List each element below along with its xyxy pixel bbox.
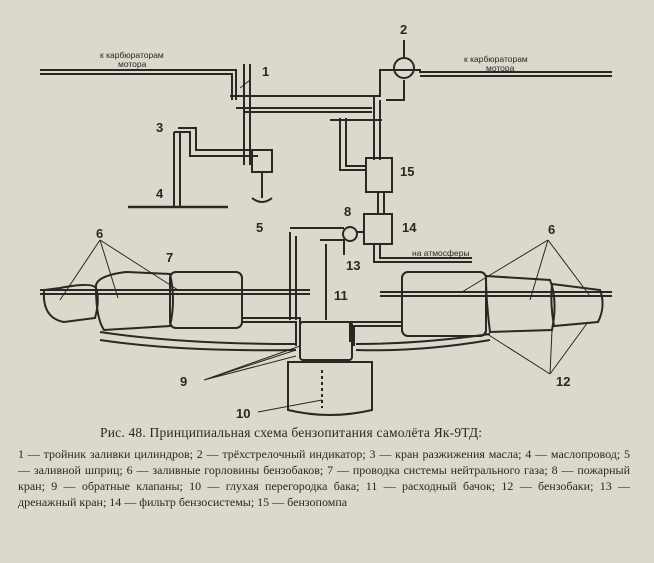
pipe: [379, 244, 472, 259]
figure-caption: Рис. 48. Принципиальная схема бензопитан…: [100, 425, 483, 440]
pipe: [355, 333, 491, 345]
right-middle-tank: [484, 274, 556, 334]
leader: [239, 79, 251, 89]
fuel-system-diagram: к карбюраторам мотора к карбюраторам мот…: [40, 22, 612, 420]
carb-left-label: к карбюраторам: [100, 50, 164, 60]
label-6-left: 6: [96, 226, 103, 241]
right-outer-tank: [550, 282, 604, 328]
label-10: 10: [236, 406, 250, 420]
label-11: 11: [334, 288, 348, 303]
label-13: 13: [346, 258, 360, 273]
three-needle-indicator: [393, 40, 415, 79]
consumable-tank: [299, 321, 353, 361]
pipe: [339, 118, 366, 171]
pipe: [236, 107, 372, 113]
left-inner-tank: [169, 271, 243, 329]
fuel-pump: [365, 157, 393, 193]
label-15: 15: [400, 164, 414, 179]
priming-syringe: [251, 149, 273, 173]
carb-left-label-2: мотора: [118, 59, 147, 69]
pipe: [320, 239, 345, 255]
leader: [257, 399, 323, 413]
label-9: 9: [180, 374, 187, 389]
pipe: [178, 127, 258, 151]
pipe: [373, 244, 472, 263]
figure-legend: 1 — тройник заливки цилиндров; 2 — трёхс…: [18, 447, 630, 509]
label-6-right: 6: [548, 222, 555, 237]
pipe: [174, 131, 258, 157]
left-middle-tank: [94, 270, 174, 332]
leader: [59, 239, 179, 301]
lower-tank: [287, 361, 373, 416]
right-inner-tank: [401, 271, 487, 337]
atmosphere-label: на атмосферы: [412, 248, 470, 258]
pipe: [99, 331, 297, 345]
carb-right-label-2: мотора: [486, 63, 515, 73]
pipe: [40, 69, 237, 100]
pipe: [355, 339, 491, 352]
leader: [483, 321, 589, 375]
leader: [203, 345, 301, 381]
label-12: 12: [556, 374, 570, 389]
pipe: [386, 80, 405, 101]
pipe: [345, 118, 366, 167]
label-1: 1: [262, 64, 269, 79]
pipe: [99, 339, 297, 352]
label-3: 3: [156, 120, 163, 135]
label-8: 8: [344, 204, 351, 219]
pipe: [289, 227, 344, 320]
fuel-filter: [363, 213, 393, 245]
left-outer-tank: [42, 284, 99, 324]
label-14: 14: [402, 220, 417, 235]
pipe: [40, 73, 233, 100]
fire-valve: [342, 226, 358, 242]
label-7: 7: [166, 250, 173, 265]
leader: [461, 239, 591, 301]
label-5: 5: [256, 220, 263, 235]
pipe: [242, 321, 297, 346]
carb-right-label: к карбюраторам: [464, 54, 528, 64]
label-4: 4: [156, 186, 164, 201]
label-2: 2: [400, 22, 407, 37]
pipe: [230, 69, 612, 97]
pipe: [353, 325, 402, 346]
